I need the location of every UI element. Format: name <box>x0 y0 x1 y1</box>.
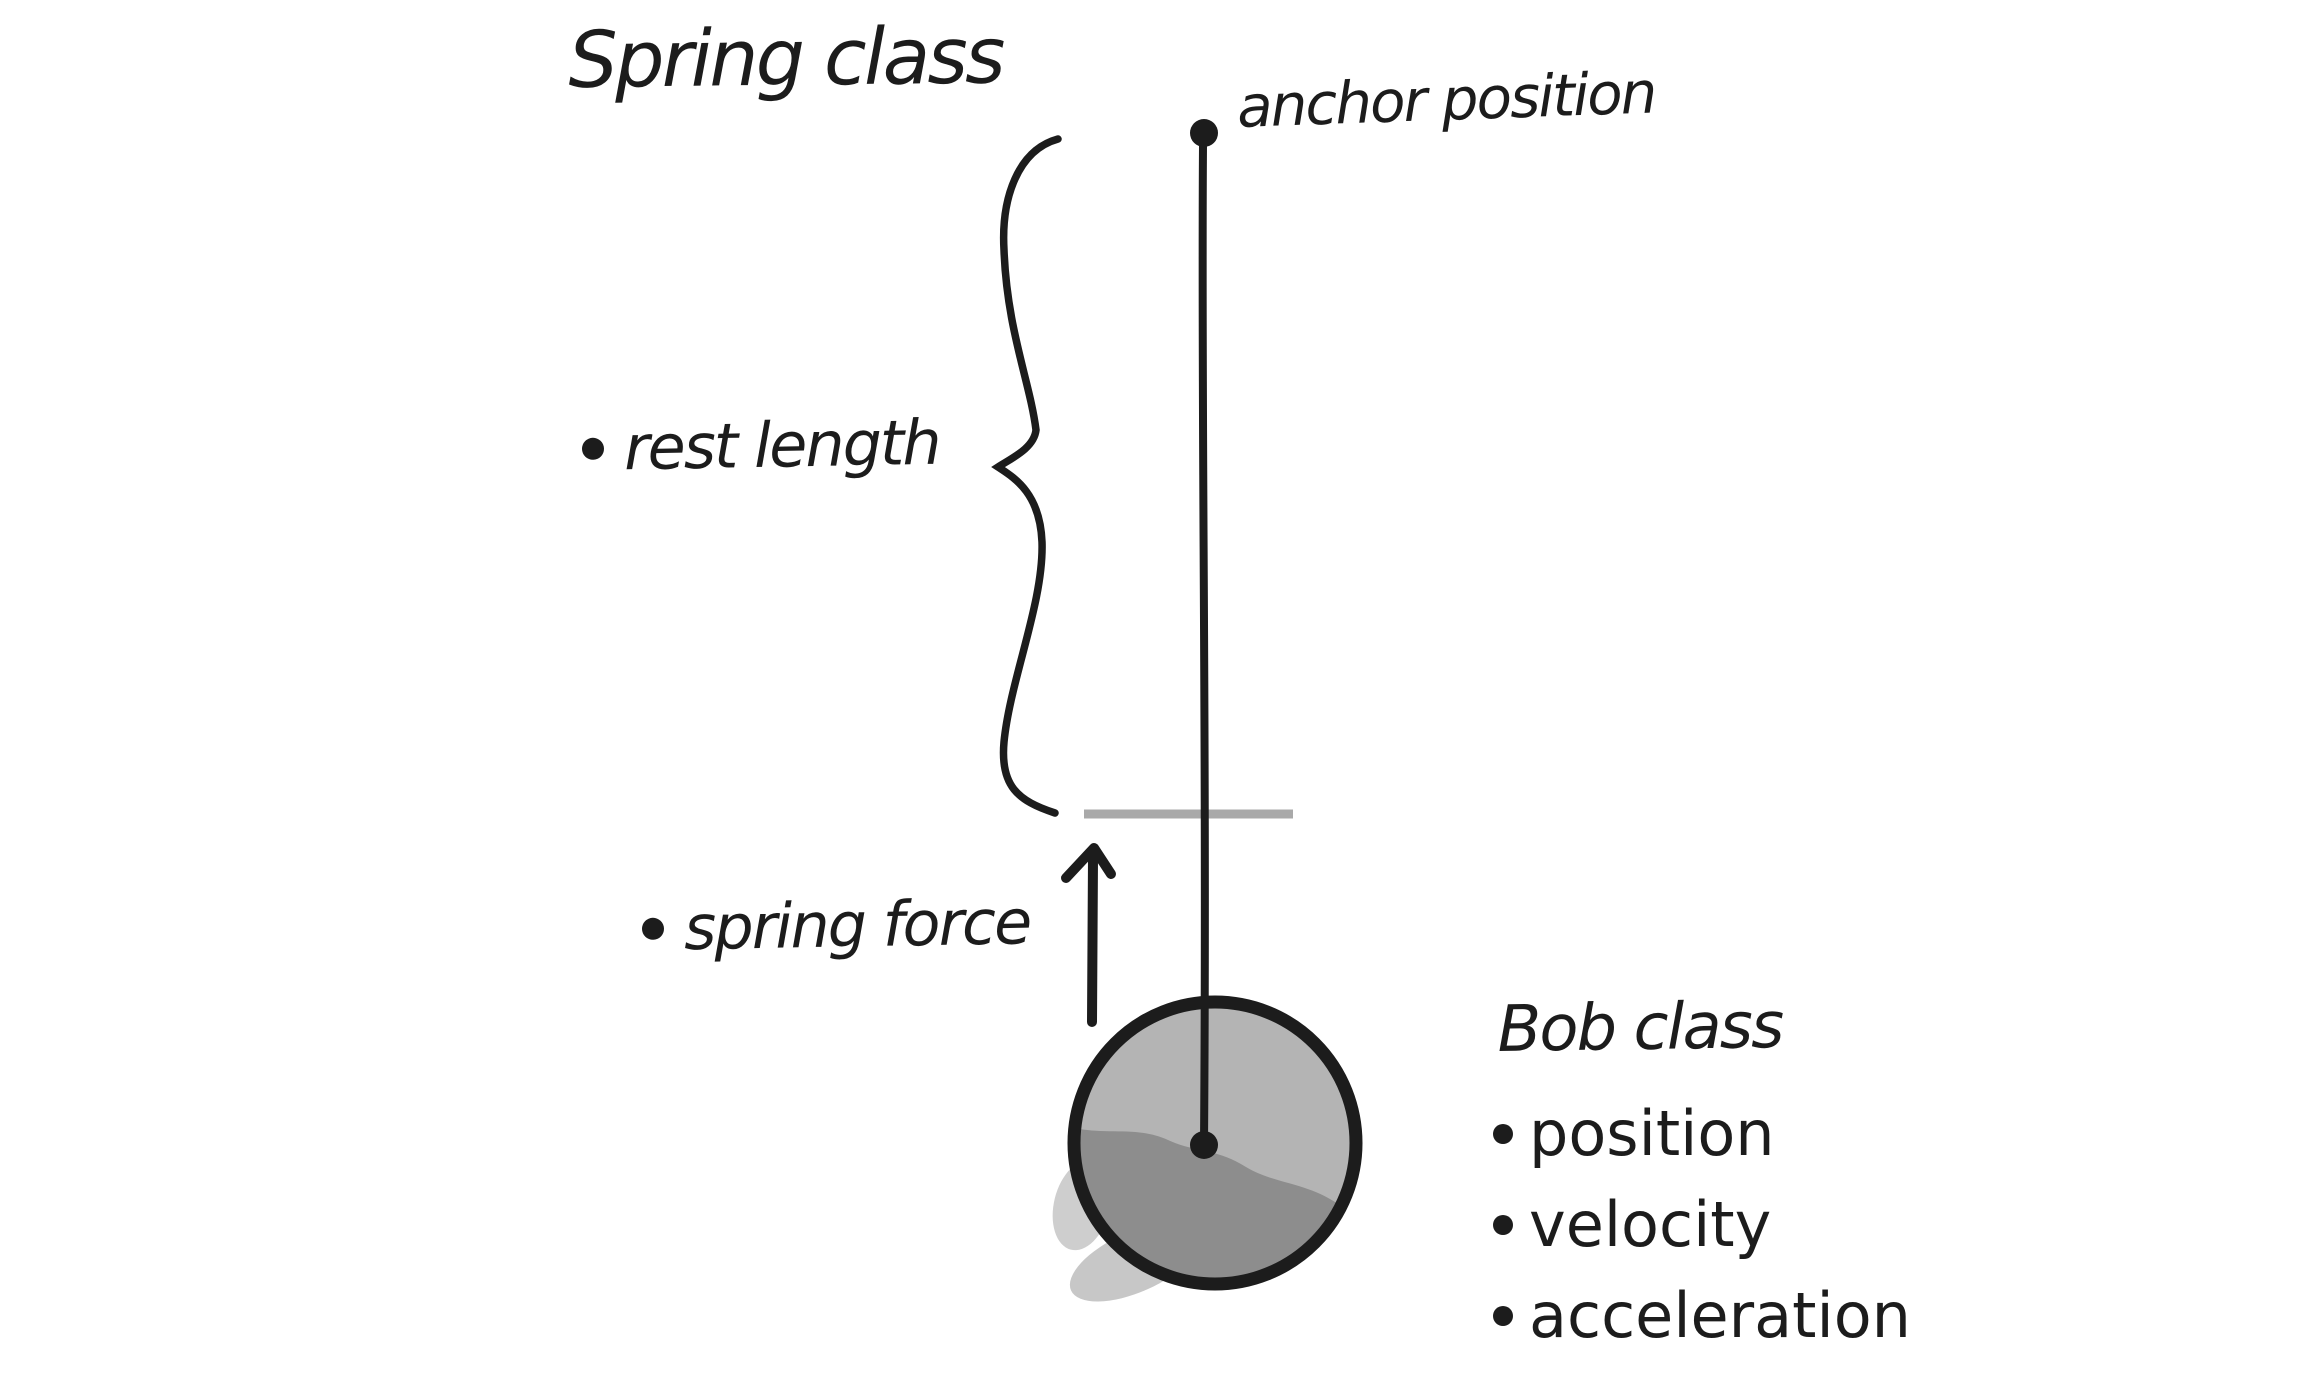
rest-length-item: rest length <box>581 405 941 485</box>
bullet-icon <box>581 437 605 460</box>
bob-property-label: velocity <box>1529 1188 1772 1261</box>
rest-length-label: rest length <box>623 405 941 485</box>
bob-property-label: acceleration <box>1529 1279 1911 1352</box>
bob-property-item: velocity <box>1493 1179 1911 1270</box>
bullet-icon <box>1493 1305 1513 1326</box>
bob-class-block: Bob class position velocity acceleration <box>1493 989 1911 1361</box>
curly-brace <box>991 135 1062 817</box>
bob-property-item: acceleration <box>1493 1270 1911 1361</box>
spring-force-label: spring force <box>683 885 1031 965</box>
bullet-icon <box>1493 1123 1513 1144</box>
bob-property-label: position <box>1529 1097 1775 1170</box>
bullet-icon <box>641 917 665 940</box>
bob-circle <box>1067 995 1363 1291</box>
anchor-position-label: anchor position <box>1235 58 1657 141</box>
bob-property-item: position <box>1493 1088 1911 1179</box>
bob-property-list: position velocity acceleration <box>1493 1088 1911 1361</box>
bob-class-title: Bob class <box>1496 989 1783 1067</box>
spring-force-arrowhead <box>1061 843 1116 883</box>
spring-force-item: spring force <box>641 885 1031 965</box>
page-title: Spring class <box>567 11 1003 106</box>
anchor-dot-icon <box>1190 119 1218 147</box>
spring-force-arrow <box>1087 853 1098 1027</box>
bob-center-dot-icon <box>1190 1131 1218 1159</box>
bullet-icon <box>1493 1214 1513 1235</box>
spring-line <box>1198 142 1209 1149</box>
